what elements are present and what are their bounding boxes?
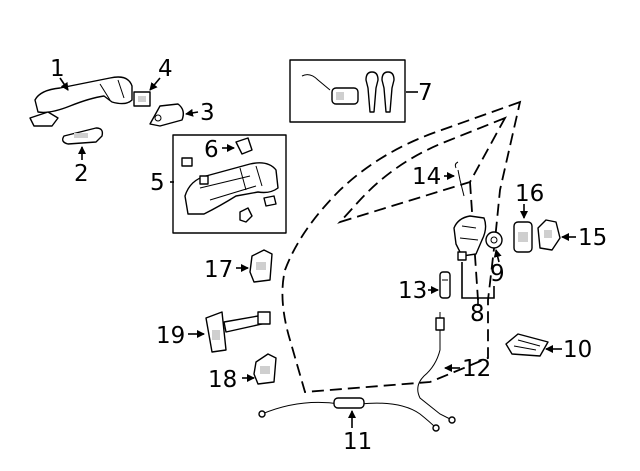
door-weatherstrip-part	[505, 333, 549, 357]
callout-13: 13	[398, 278, 427, 304]
striker-part	[537, 219, 561, 251]
callout-5: 5	[150, 170, 165, 196]
callout-4: 4	[158, 56, 173, 82]
grommet-part	[485, 231, 503, 249]
callout-3: 3	[200, 100, 215, 126]
handle-pad-part	[133, 91, 151, 107]
door-outline	[281, 100, 522, 393]
callout-7: 7	[418, 80, 433, 106]
lock-rod-part	[417, 312, 456, 424]
handle-frame-assembly	[172, 134, 287, 234]
callout-10: 10	[563, 337, 592, 363]
door-lock-actuator-part	[453, 215, 487, 261]
callout-19: 19	[156, 323, 185, 349]
upper-hinge-part	[249, 249, 273, 283]
handle-cover-part	[149, 103, 185, 127]
lower-hinge-part	[253, 353, 277, 385]
outside-handle-part	[29, 76, 133, 127]
callout-18: 18	[208, 367, 237, 393]
callout-2: 2	[74, 161, 89, 187]
callout-11: 11	[343, 429, 372, 455]
door-check-part	[205, 311, 271, 353]
callout-16: 16	[515, 181, 544, 207]
callout-12: 12	[462, 356, 491, 382]
callout-15: 15	[578, 225, 607, 251]
lock-knob-part	[439, 271, 451, 299]
callout-9: 9	[490, 261, 505, 287]
callout-17: 17	[204, 257, 233, 283]
release-cable-part	[258, 397, 440, 432]
callout-14: 14	[412, 164, 441, 190]
link-rod-part	[454, 161, 465, 197]
callout-1: 1	[50, 56, 65, 82]
striker-shim-part	[513, 221, 533, 253]
handle-cap-part	[61, 127, 104, 145]
callout-8: 8	[470, 301, 485, 327]
callout-6: 6	[204, 137, 219, 163]
lock-cylinder-and-keys	[289, 59, 406, 123]
